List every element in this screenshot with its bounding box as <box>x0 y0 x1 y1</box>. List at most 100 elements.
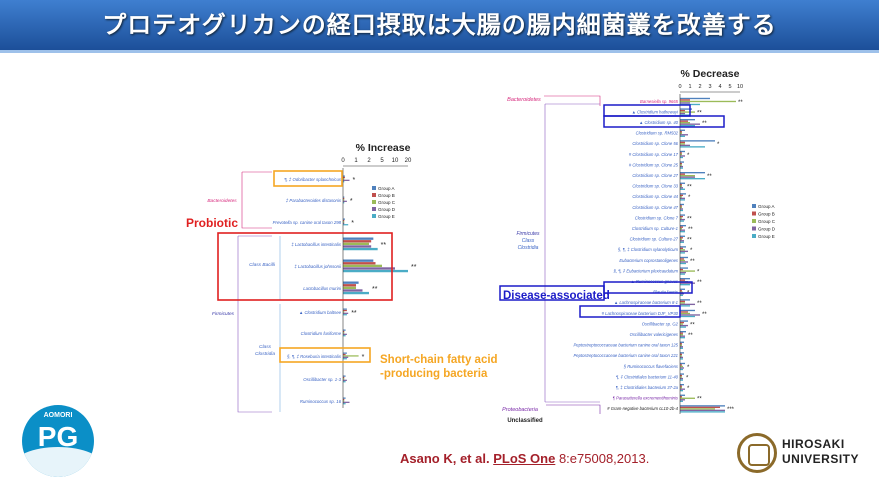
bar-d <box>343 267 395 270</box>
bar-e <box>680 326 686 328</box>
bar-d <box>343 245 372 248</box>
x-tick-label: 5 <box>728 84 731 90</box>
bar-c <box>680 217 682 219</box>
bar-d <box>680 197 685 200</box>
bar-a <box>680 341 684 343</box>
species-label: # Clostridium sp. Clone 25 <box>629 162 679 167</box>
significance-label: * <box>351 220 354 227</box>
short-chain-label-2: -producing bacteria <box>380 368 488 380</box>
species-label: Clostridium sp. Clone 27 <box>632 173 678 178</box>
university-name-2: UNIVERSITY <box>782 452 860 466</box>
significance-label: ** <box>707 174 712 180</box>
species-label: Blautia faecis <box>653 290 679 295</box>
bar-d <box>680 377 683 380</box>
significance-label: ** <box>697 397 702 403</box>
bar-c <box>343 221 345 223</box>
bar-b <box>680 215 683 218</box>
species-label: Peptostreptococcaceae bacterium canine o… <box>573 343 678 348</box>
bar-e <box>680 252 685 254</box>
bar-b <box>680 120 688 122</box>
bar-c <box>343 242 369 246</box>
bar-b <box>680 406 720 409</box>
highlight-box-disease-1 <box>603 115 725 128</box>
group-label: Unclassified <box>507 418 543 424</box>
species-label: ▲ Lachnospiraceae bacterium 8-1 <box>614 300 678 305</box>
x-tick-label: 2 <box>367 158 371 164</box>
significance-label: ** <box>372 286 378 293</box>
significance-label: * <box>687 386 690 392</box>
page-title: プロテオグリカンの経口摂取は大腸の腸内細菌叢を改善する <box>102 11 777 39</box>
bar-a <box>680 193 686 195</box>
bar-b <box>680 332 683 334</box>
bar-e <box>680 125 695 127</box>
bar-e <box>680 114 690 116</box>
bar-d <box>680 324 688 327</box>
significance-label: ** <box>697 280 702 286</box>
species-label: # Gram-negative bacterium cL10-2b-4 <box>607 406 678 411</box>
significance-label: ** <box>381 242 387 249</box>
bar-c <box>343 199 345 201</box>
significance-label: * <box>717 142 720 148</box>
bar-d <box>680 112 685 115</box>
significance-label: ** <box>690 259 695 265</box>
bar-d <box>680 335 685 337</box>
legend-swatch <box>372 200 376 204</box>
highlight-box-roseburia <box>279 347 371 363</box>
class-label: Clostridia <box>255 351 275 357</box>
highlight-box-odoribacter <box>273 170 343 187</box>
bar-b <box>343 176 345 179</box>
bar-d <box>680 229 685 231</box>
bar-c <box>680 143 685 145</box>
university-name-1: HIROSAKI <box>782 437 845 451</box>
species-label: Clostridium sp. RM502 <box>636 131 679 136</box>
significance-label: * <box>350 198 353 205</box>
significance-label: * <box>353 177 356 184</box>
logo-aomori-text: AOMORI <box>43 412 73 419</box>
species-label: ▲ Clostridium baltsee <box>299 310 342 315</box>
species-label: Lactobacillus murini <box>303 286 342 291</box>
x-tick-label: 4 <box>718 84 721 90</box>
bar-c <box>680 408 715 410</box>
bar-d <box>680 176 695 178</box>
bar-a <box>680 299 690 301</box>
bar-e <box>343 224 349 226</box>
bar-e <box>680 390 683 392</box>
significance-label: * <box>688 195 691 201</box>
group-bracket <box>544 95 601 106</box>
bar-b <box>680 353 682 356</box>
bar-a <box>680 235 685 237</box>
species-label: ▲ Clostridium hathewayi <box>632 109 679 114</box>
species-label: Clostridium sp. Culture-1 <box>632 226 678 231</box>
bar-e <box>680 315 695 318</box>
bar-e <box>680 241 684 243</box>
bar-b <box>680 290 682 292</box>
bar-a <box>680 150 685 153</box>
logo-pg-text: PG <box>37 421 79 452</box>
hirosaki-emblem-icon <box>737 433 777 473</box>
legend-swatch <box>752 204 756 208</box>
bar-c <box>680 206 682 209</box>
bar-d <box>343 312 349 314</box>
bar-a <box>680 246 686 248</box>
group-label: Firmicutes <box>516 231 540 237</box>
bar-b <box>680 385 682 387</box>
bar-a <box>680 97 710 100</box>
class-label: Class <box>522 238 535 244</box>
bar-c <box>680 376 682 378</box>
bar-e <box>680 199 685 201</box>
species-label: Prevotella sp. canine oral taxon 298 <box>273 220 342 225</box>
bar-c <box>680 302 685 304</box>
species-label: Clostridium sp. Clone 33 <box>632 184 678 189</box>
bar-d <box>680 123 700 125</box>
group-bracket <box>546 404 601 414</box>
bar-a <box>680 394 685 396</box>
bar-c <box>680 312 690 315</box>
legend-label: Group E <box>378 214 395 219</box>
bar-b <box>343 330 345 333</box>
bar-d <box>680 282 695 284</box>
legend-label: Group D <box>378 207 396 212</box>
bar-d <box>680 303 695 306</box>
x-tick-label: 1 <box>688 84 691 90</box>
species-label: Oscillibacter valericigenes <box>630 332 679 337</box>
